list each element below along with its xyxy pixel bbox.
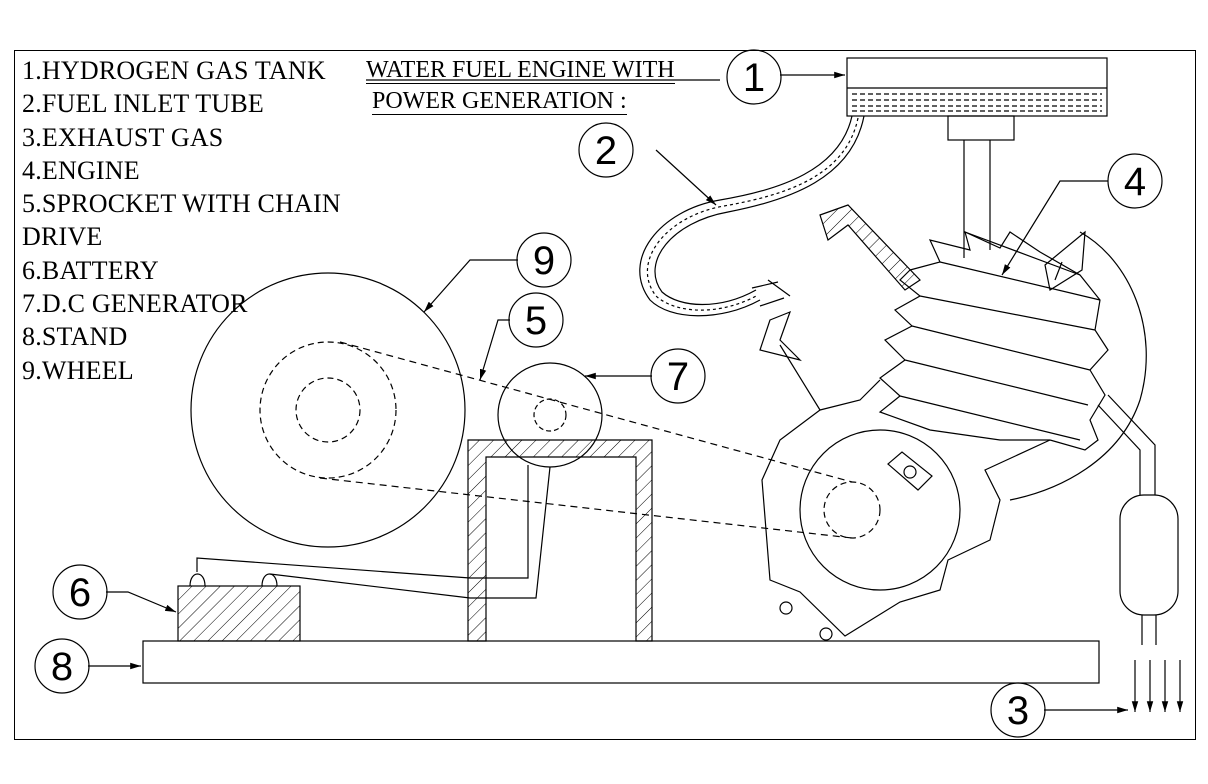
legend-item-sprocket: 5.SPROCKET WITH CHAIN — [22, 189, 341, 219]
callout-8: 8 — [51, 645, 73, 689]
callout-3: 3 — [1007, 689, 1029, 733]
engine — [759, 204, 1147, 641]
callout-4: 4 — [1124, 160, 1146, 204]
legend-item-sprocket-cont: DRIVE — [22, 222, 103, 252]
legend-item-hydrogen-tank: 1.HYDROGEN GAS TANK — [22, 56, 326, 85]
parts-legend: 1.HYDROGEN GAS TANK 2.FUEL INLET TUBE 3.… — [22, 54, 341, 387]
legend-item-battery: 6.BATTERY — [22, 255, 159, 285]
callout-1: 1 — [743, 56, 765, 100]
exhaust-system — [1097, 394, 1184, 712]
legend-item-stand: 8.STAND — [22, 322, 128, 352]
callout-5: 5 — [525, 299, 547, 343]
callout-7: 7 — [667, 355, 689, 399]
legend-item-fuel-inlet: 2.FUEL INLET TUBE — [22, 89, 264, 119]
drawing-frame — [14, 50, 1196, 740]
diagram-title-line-2: POWER GENERATION : — [372, 88, 627, 115]
callout-2: 2 — [595, 129, 617, 173]
hydrogen-tank — [846, 57, 1108, 258]
legend-item-generator: 7.D.C GENERATOR — [22, 289, 248, 319]
chain-drive — [319, 341, 853, 539]
wheel — [190, 272, 466, 548]
callout-6: 6 — [69, 571, 91, 615]
legend-item-exhaust: 3.EXHAUST GAS — [22, 122, 224, 152]
base-stand — [142, 640, 1100, 684]
battery — [177, 465, 551, 642]
legend-item-wheel: 9.WHEEL — [22, 355, 134, 385]
fuel-inlet-tube — [639, 115, 865, 317]
legend-item-engine: 4.ENGINE — [22, 155, 140, 185]
callout-9: 9 — [533, 239, 555, 283]
diagram-title-line-1: WATER FUEL ENGINE WITH — [366, 57, 675, 84]
stand-support — [467, 439, 653, 642]
